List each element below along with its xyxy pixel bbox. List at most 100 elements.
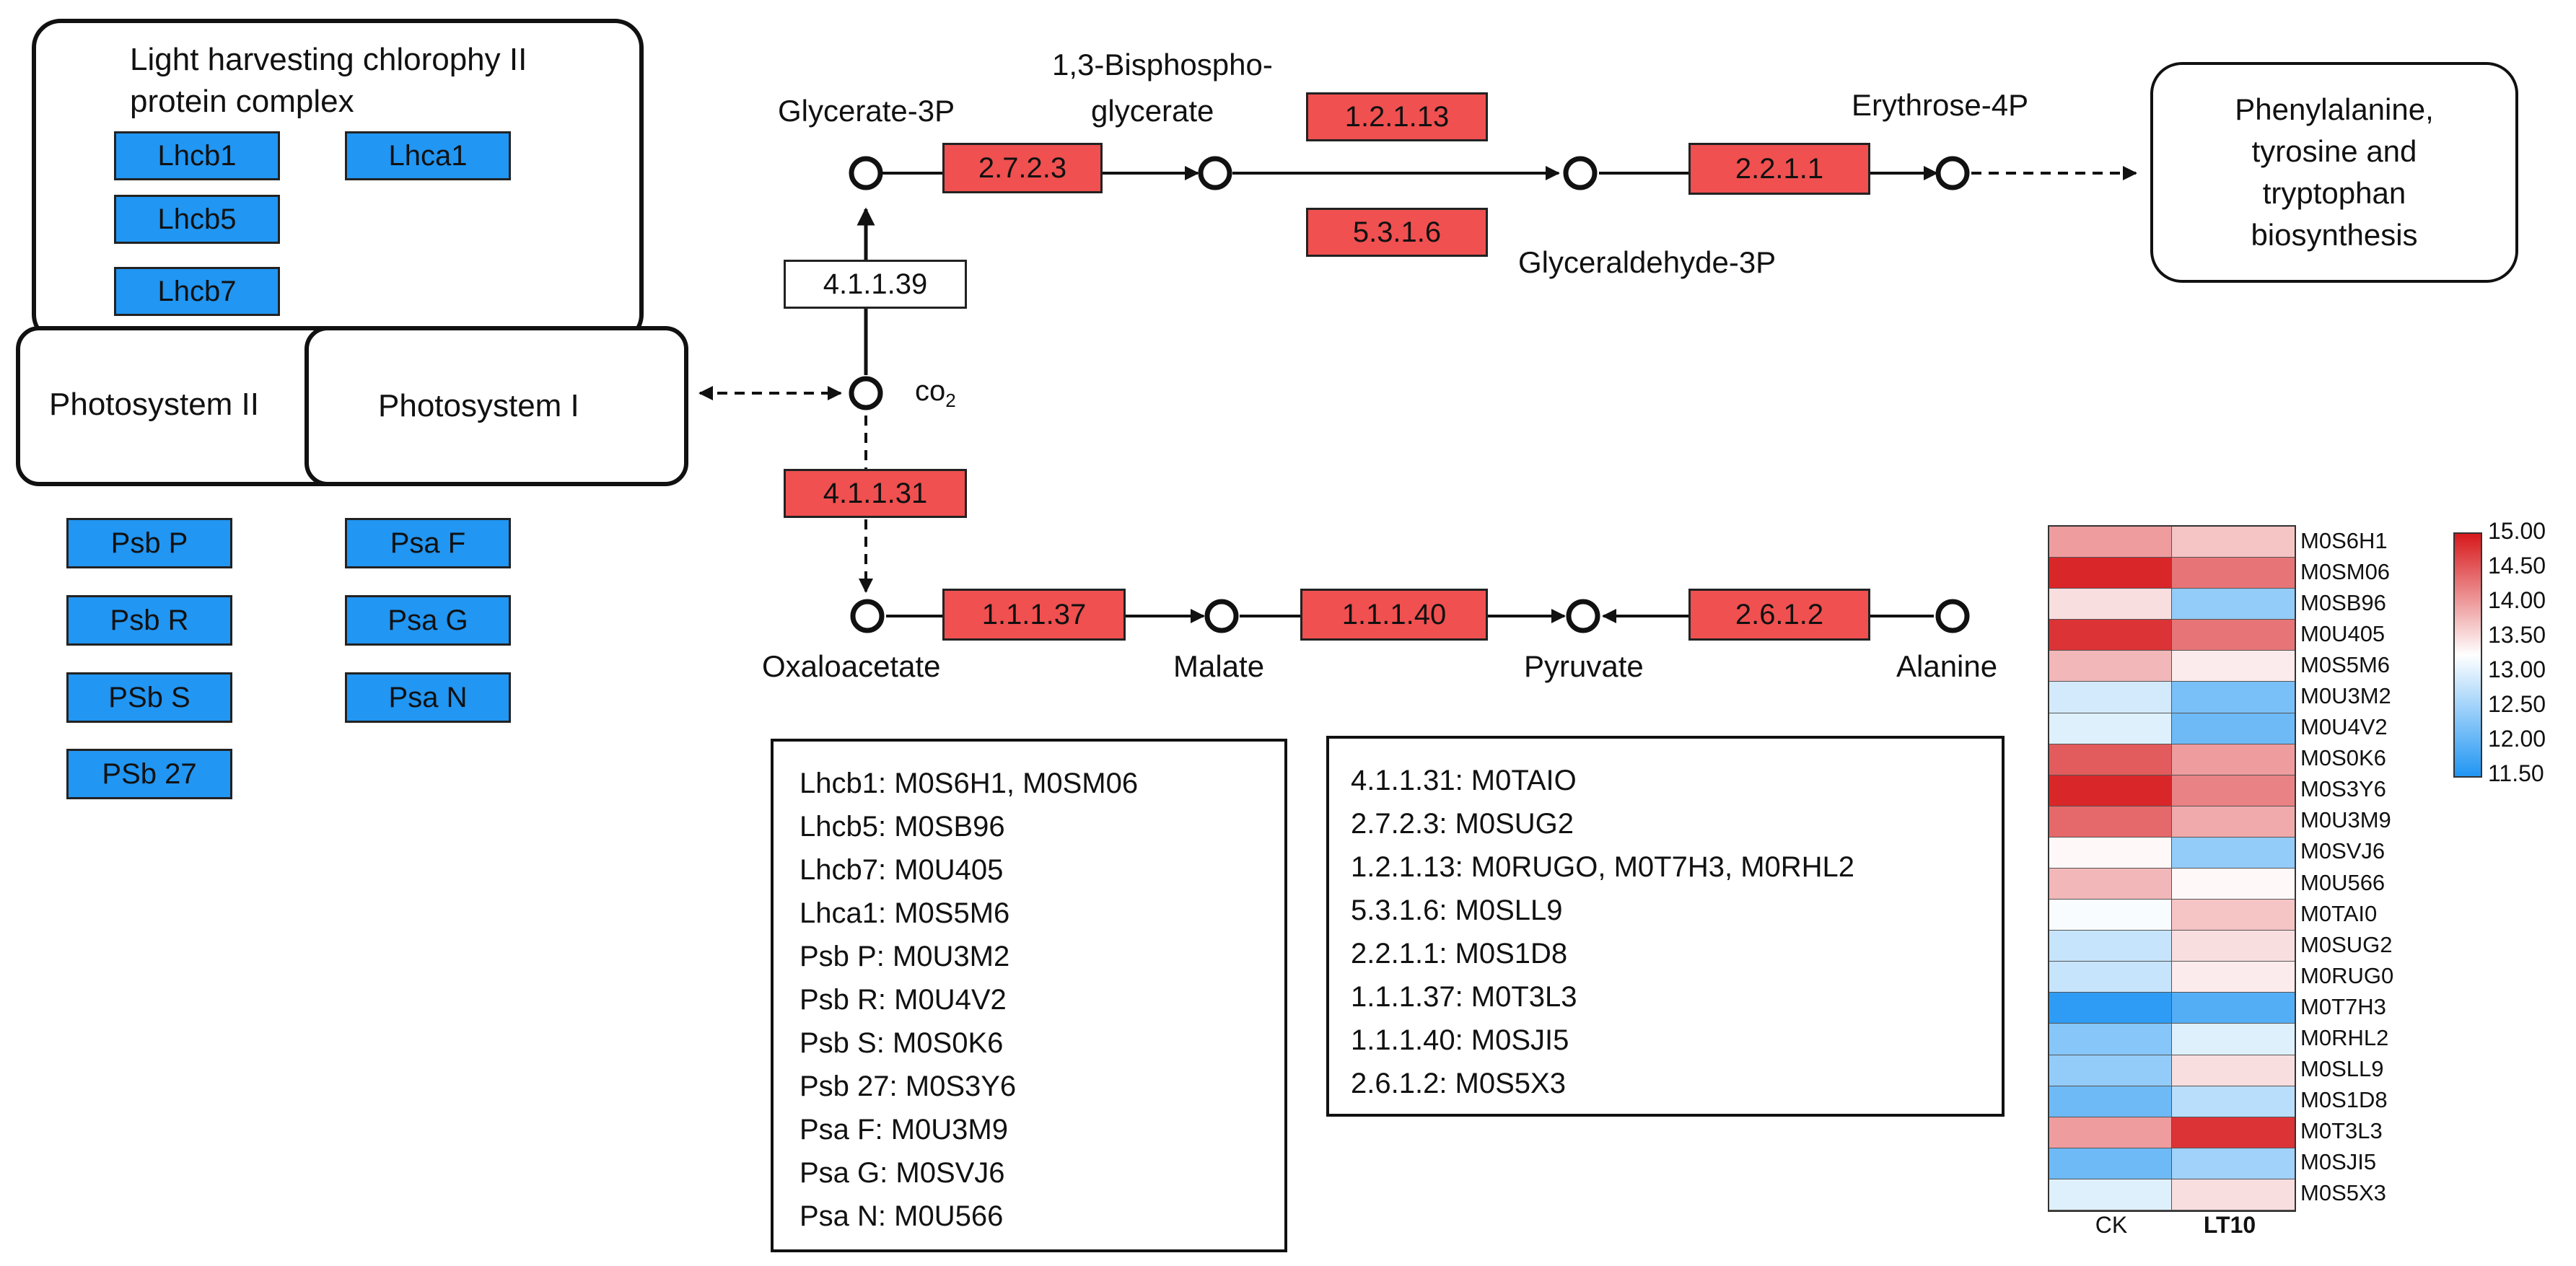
- gene-legend-entry: Psb S: M0S0K6: [799, 1027, 1004, 1059]
- heatmap-cell: [2172, 713, 2295, 744]
- colorbar-tick-label: 14.00: [2488, 587, 2546, 613]
- label-bisphospho-line1: 1,3-Bisphospho-: [1052, 48, 1273, 82]
- photosystem-i-label: Photosystem I: [378, 388, 579, 423]
- heatmap-cell: [2172, 1086, 2295, 1117]
- heatmap-cell: [2049, 527, 2172, 558]
- heatmap-row-label: M0S3Y6: [2300, 776, 2386, 802]
- heatmap-row-label: M0S6H1: [2300, 527, 2388, 553]
- gene-psb-p: Psb P: [66, 518, 232, 568]
- heatmap-cell: [2049, 744, 2172, 775]
- gene-legend-entry: Psb R: M0U4V2: [799, 984, 1007, 1016]
- heatmap-row-label: M0S1D8: [2300, 1087, 2388, 1113]
- heatmap-col-lt10: LT10: [2203, 1212, 2256, 1238]
- gene-psb-r: Psb R: [66, 595, 232, 646]
- heatmap-cell: [2172, 558, 2295, 589]
- enzyme-4-1-1-39: 4.1.1.39: [784, 260, 967, 309]
- heatmap-cell: [2049, 558, 2172, 589]
- enzyme-2-2-1-1: 2.2.1.1: [1688, 143, 1870, 195]
- node-gap: [1563, 156, 1598, 190]
- heatmap-cell: [2172, 1179, 2295, 1210]
- heatmap-cell: [2172, 931, 2295, 962]
- node-glycerate3p: [849, 156, 883, 190]
- heatmap-cell: [2049, 900, 2172, 931]
- aromatic-line1: Phenylalanine,: [2235, 92, 2434, 126]
- heatmap-row-label: M0SLL9: [2300, 1056, 2384, 1082]
- heatmap-cell: [2049, 1117, 2172, 1148]
- node-oaa: [850, 599, 885, 633]
- node-malate: [1204, 599, 1239, 633]
- enzyme-legend-entry: 2.7.2.3: M0SUG2: [1351, 808, 1574, 840]
- heatmap-cell: [2172, 620, 2295, 651]
- heatmap-cell: [2049, 589, 2172, 620]
- gene-psa-f: Psa F: [345, 518, 511, 568]
- gene-psa-g: Psa G: [345, 595, 511, 646]
- gene-legend-entry: Lhca1: M0S5M6: [799, 897, 1010, 929]
- heatmap-cell: [2172, 589, 2295, 620]
- gene-legend-entry: Psb 27: M0S3Y6: [799, 1071, 1017, 1102]
- heatmap-cell: [2172, 962, 2295, 993]
- colorbar-tick-label: 12.00: [2488, 726, 2546, 752]
- heatmap-row-label: M0SM06: [2300, 558, 2391, 584]
- heatmap-col-ck: CK: [2095, 1212, 2128, 1238]
- heatmap-cell: [2049, 775, 2172, 806]
- heatmap-row-label: M0TAI0: [2300, 900, 2378, 926]
- gene-lhcb1: Lhcb1: [114, 131, 280, 180]
- enzyme-5-3-1-6: 5.3.1.6: [1306, 208, 1488, 257]
- heatmap-cell: [2049, 1148, 2172, 1179]
- photosystem-ii-label: Photosystem II: [49, 387, 260, 422]
- gene-psa-n: Psa N: [345, 672, 511, 723]
- enzyme-1-1-1-40: 1.1.1.40: [1300, 589, 1488, 641]
- enzyme-legend-entry: 2.6.1.2: M0S5X3: [1351, 1068, 1566, 1099]
- colorbar-tick-label: 13.00: [2488, 656, 2546, 682]
- gene-legend-entry: Psb P: M0U3M2: [799, 941, 1010, 972]
- gene-psb-27: PSb 27: [66, 749, 232, 799]
- heatmap-cell: [2172, 1024, 2295, 1055]
- heatmap-cell: [2172, 837, 2295, 869]
- heatmap-row-label: M0SJI5: [2300, 1149, 2377, 1175]
- colorbar-tick-label: 11.50: [2488, 760, 2544, 786]
- enzyme-legend-entry: 5.3.1.6: M0SLL9: [1351, 894, 1563, 926]
- enzyme-legend-entry: 4.1.1.31: M0TAIO: [1351, 765, 1577, 796]
- node-co2: [849, 376, 883, 410]
- photosystem-i-box: [305, 326, 688, 486]
- gene-legend-entry: Lhcb5: M0SB96: [799, 811, 1005, 843]
- label-glycerate3p: Glycerate-3P: [778, 94, 955, 128]
- heatmap-row-label: M0RHL2: [2300, 1025, 2389, 1050]
- colorbar-tick-label: 13.50: [2488, 622, 2546, 648]
- enzyme-2-6-1-2: 2.6.1.2: [1688, 589, 1870, 641]
- heatmap-cell: [2172, 993, 2295, 1024]
- enzyme-1-2-1-13: 1.2.1.13: [1306, 92, 1488, 141]
- light-harvesting-title-line2: protein complex: [130, 84, 354, 119]
- heatmap-cell: [2172, 775, 2295, 806]
- enzyme-1-1-1-37: 1.1.1.37: [942, 589, 1126, 641]
- heatmap-row-label: M0U4V2: [2300, 714, 2388, 740]
- aromatic-line3: tryptophan: [2262, 176, 2406, 210]
- label-co2: co2: [915, 375, 956, 412]
- node-bpg: [1198, 156, 1232, 190]
- heatmap-cell: [2172, 900, 2295, 931]
- enzyme-legend-entry: 1.1.1.37: M0T3L3: [1351, 981, 1577, 1013]
- colorbar-tick-label: 14.50: [2488, 553, 2546, 579]
- label-co2-main: co: [915, 375, 946, 407]
- heatmap-row-label: M0U3M9: [2300, 807, 2391, 833]
- heatmap-cell: [2172, 682, 2295, 713]
- heatmap-cell: [2049, 1086, 2172, 1117]
- heatmap-row-label: M0T7H3: [2300, 993, 2386, 1019]
- heatmap-row-label: M0S5M6: [2300, 651, 2391, 677]
- heatmap-cell: [2049, 651, 2172, 682]
- gene-legend-entry: Lhcb1: M0S6H1, M0SM06: [799, 768, 1139, 799]
- label-pyruvate: Pyruvate: [1524, 649, 1644, 683]
- heatmap-row-label: M0SB96: [2300, 589, 2386, 615]
- gene-legend-entry: Psa N: M0U566: [799, 1200, 1004, 1232]
- heatmap-row-label: M0U566: [2300, 869, 2386, 895]
- heatmap-cell: [2172, 806, 2295, 838]
- heatmap-cell: [2049, 1055, 2172, 1086]
- gene-legend-entry: Lhcb7: M0U405: [799, 854, 1004, 886]
- gene-legend-entry: Psa G: M0SVJ6: [799, 1157, 1005, 1189]
- aromatic-line2: tyrosine and: [2251, 134, 2417, 168]
- aromatic-line4: biosynthesis: [2251, 218, 2418, 252]
